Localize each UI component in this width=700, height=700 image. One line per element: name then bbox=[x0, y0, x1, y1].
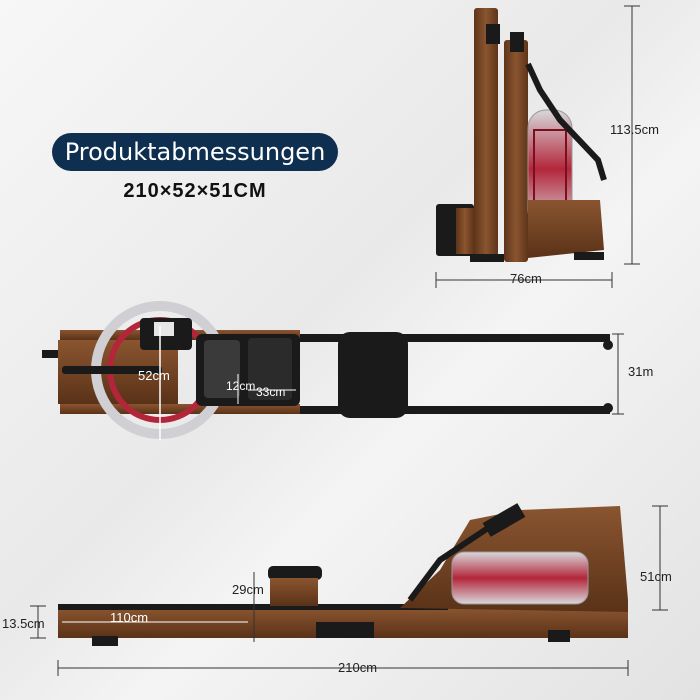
overall-dimensions: 210×52×51CM bbox=[123, 180, 267, 202]
seat-rail-upper bbox=[300, 334, 610, 342]
seat-rail-lower bbox=[300, 406, 610, 414]
bracket bbox=[486, 24, 500, 44]
tank-width-label: 52cm bbox=[138, 368, 170, 383]
base-height-label: 13.5cm bbox=[2, 616, 45, 631]
footrest-height-label: 12cm bbox=[226, 379, 255, 393]
seat-travel-label: 110cm bbox=[110, 610, 148, 625]
bracket bbox=[510, 32, 524, 52]
top-view: 52cm 31m 12cm 33cm bbox=[42, 301, 653, 440]
water-tank-front bbox=[451, 551, 589, 605]
length-label: 210cm bbox=[338, 660, 377, 675]
side-depth-label: 76cm bbox=[510, 271, 542, 286]
side-height-label: 113.5cm bbox=[610, 122, 659, 137]
heading-text: Produktabmessungen bbox=[64, 138, 326, 166]
seat-top bbox=[338, 332, 408, 418]
side-view: 113.5cm 76cm bbox=[435, 5, 659, 288]
monitor-arm bbox=[525, 62, 607, 181]
front-view: 51cm 13.5cm 29cm 110cm 210cm bbox=[2, 503, 672, 676]
seat-height-label: 29cm bbox=[232, 582, 264, 597]
tank-housing bbox=[528, 200, 604, 258]
handle-bar bbox=[62, 366, 162, 374]
rail-width-label: 31m bbox=[628, 364, 653, 379]
top-rail-lower bbox=[60, 404, 300, 414]
footrest-wood bbox=[456, 208, 474, 254]
seat-front bbox=[268, 566, 322, 580]
footrest-length-label: 33cm bbox=[256, 385, 285, 399]
seat-track bbox=[58, 604, 448, 610]
heading-pill: Produktabmessungen bbox=[52, 133, 338, 171]
upright-rail-back bbox=[504, 40, 528, 262]
upright-rail-front bbox=[474, 8, 498, 262]
front-height-label: 51cm bbox=[640, 569, 672, 584]
